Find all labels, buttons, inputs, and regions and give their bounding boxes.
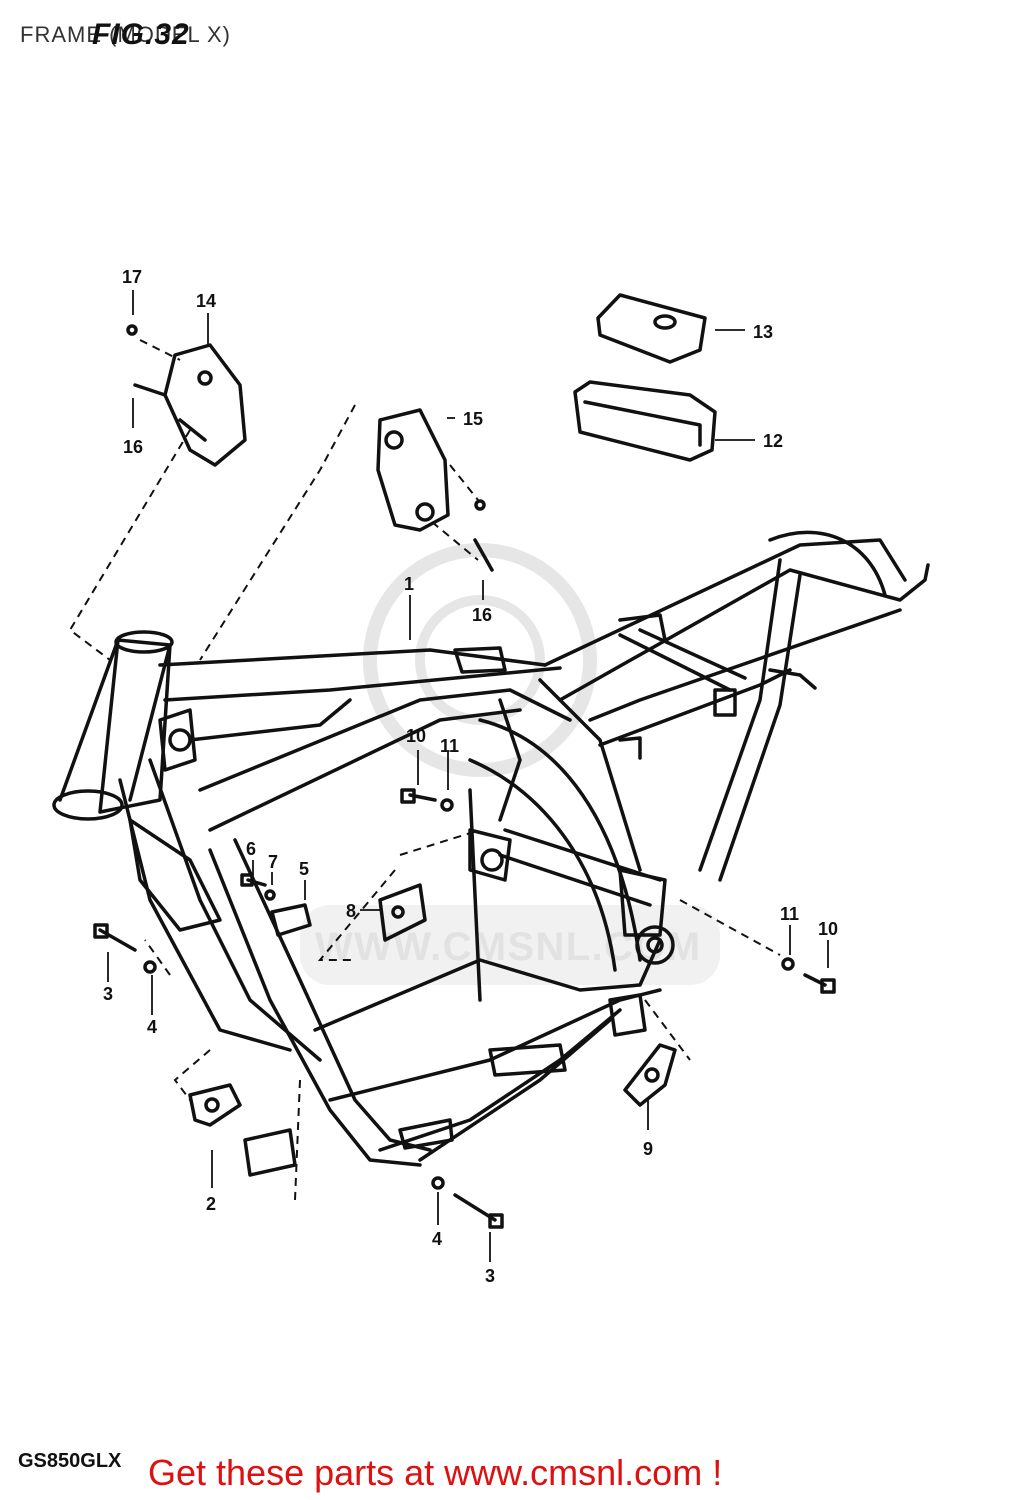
bracket-parts xyxy=(188,883,677,1177)
callout-labels: 1 2 3 3 4 4 5 6 7 8 9 10 10 11 11 12 13 … xyxy=(103,267,838,1286)
callout-11b: 11 xyxy=(780,904,799,924)
callout-4b: 4 xyxy=(432,1229,442,1249)
part-15-cover xyxy=(376,408,450,532)
callout-13: 13 xyxy=(753,322,773,342)
part-14-cover xyxy=(163,343,247,467)
callout-6: 6 xyxy=(246,839,256,859)
callout-17: 17 xyxy=(122,267,142,287)
figure-number: FIG.32 xyxy=(92,18,190,51)
callout-8: 8 xyxy=(346,901,356,921)
callout-3b: 3 xyxy=(485,1266,495,1286)
callout-2: 2 xyxy=(206,1194,216,1214)
bolts xyxy=(93,324,836,1229)
part-13-cover xyxy=(596,293,707,364)
model-code: GS850GLX xyxy=(18,1450,122,1472)
frame-brackets xyxy=(128,613,817,1150)
callout-7: 7 xyxy=(268,852,278,872)
callout-9: 9 xyxy=(643,1139,653,1159)
callout-4a: 4 xyxy=(147,1017,157,1037)
callout-10a: 10 xyxy=(406,726,426,746)
part-12-tray xyxy=(573,380,717,462)
callout-1: 1 xyxy=(404,574,414,594)
callout-16a: 16 xyxy=(123,437,143,457)
callout-5: 5 xyxy=(299,859,309,879)
callout-3a: 3 xyxy=(103,984,113,1004)
callout-16b: 16 xyxy=(472,605,492,625)
callout-12: 12 xyxy=(763,431,783,451)
steering-head xyxy=(52,630,174,821)
footer-link-text[interactable]: Get these parts at www.cmsnl.com ! xyxy=(148,1452,723,1493)
callout-10b: 10 xyxy=(818,919,838,939)
callout-14: 14 xyxy=(196,291,216,311)
frame-top-tubes xyxy=(158,648,572,832)
diagram-title: FRAME (MODEL X) xyxy=(20,22,231,47)
rear-frame xyxy=(538,530,930,882)
callout-15: 15 xyxy=(463,409,483,429)
callout-11a: 11 xyxy=(440,736,459,756)
